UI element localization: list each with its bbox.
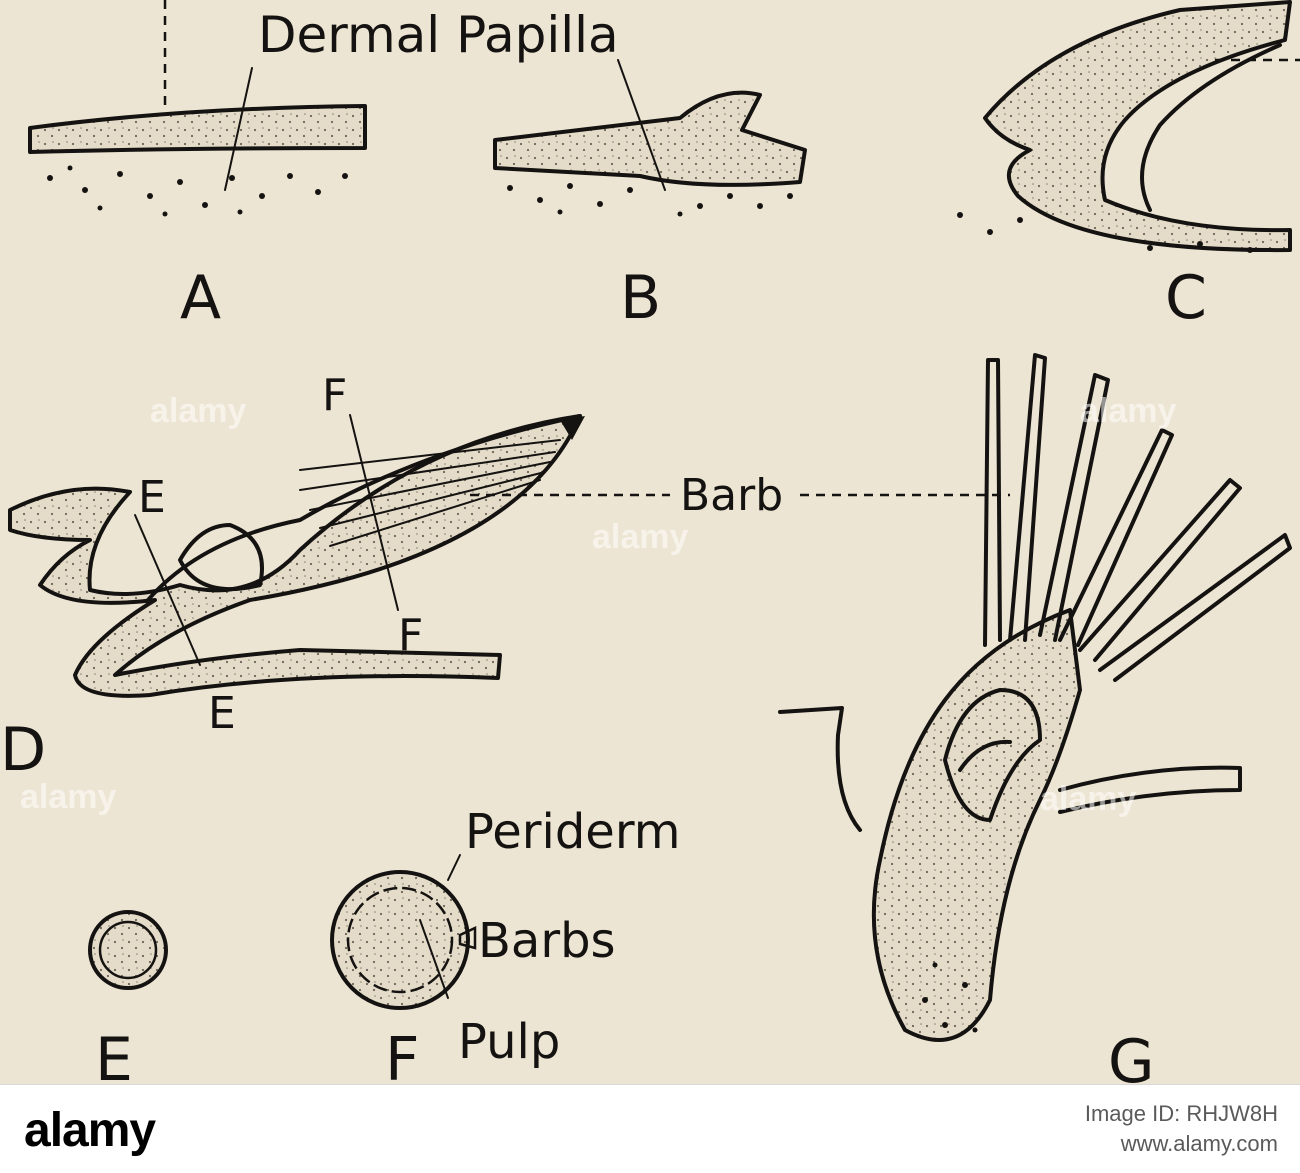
panel-a-label: A	[180, 263, 221, 333]
panel-d-drawing	[8, 414, 585, 698]
section-e-top-label: E	[138, 472, 166, 523]
pulp-label: Pulp	[458, 1014, 560, 1070]
barb-label: Barb	[680, 470, 783, 521]
panel-e-cross-section	[88, 910, 168, 990]
periderm-label: Periderm	[465, 804, 680, 860]
panel-b-label: B	[620, 263, 661, 333]
alamy-logo: alamy	[24, 1104, 156, 1157]
panel-g-drawing	[778, 353, 1292, 1042]
image-id: Image ID: RHJW8H	[1084, 1101, 1278, 1126]
feather-development-diagram: Dermal Papilla A B C	[0, 0, 1300, 1084]
site-url: www.alamy.com	[1120, 1131, 1278, 1156]
dermal-papilla-label: Dermal Papilla	[258, 6, 619, 64]
panel-f-cross-section	[330, 854, 477, 1010]
panel-e-label: E	[95, 1025, 133, 1084]
section-e-bottom-label: E	[208, 688, 236, 739]
panel-c-label: C	[1165, 263, 1207, 333]
panel-b-drawing	[493, 59, 807, 217]
footer-bar: alamy Image ID: RHJW8H www.alamy.com	[0, 1084, 1300, 1173]
panel-g-label: G	[1108, 1027, 1155, 1084]
panel-a-drawing	[28, 0, 367, 217]
image-info: Image ID: RHJW8H www.alamy.com	[1085, 1099, 1278, 1159]
section-f-bottom-label: F	[398, 610, 423, 661]
section-f-top-label: F	[322, 370, 347, 421]
panel-d-label: D	[0, 715, 46, 785]
barbs-label: Barbs	[478, 913, 616, 969]
panel-c-drawing	[957, 0, 1300, 253]
panel-f-label: F	[385, 1025, 420, 1084]
